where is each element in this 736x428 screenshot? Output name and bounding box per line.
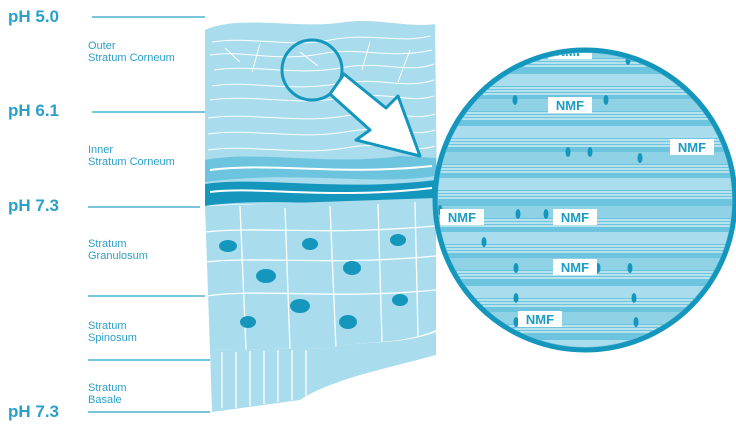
layer-label-line: Inner [88, 144, 175, 156]
nmf-molecule [628, 263, 633, 273]
layer-label-spinosum: Stratum Spinosum [88, 320, 137, 344]
nmf-label: NMF [526, 312, 554, 327]
corneocyte-row [425, 126, 736, 138]
nmf-molecule [604, 95, 609, 105]
nmf-molecule [638, 153, 643, 163]
nmf-label: NMF [448, 210, 476, 225]
nmf-label: NMF [556, 98, 584, 113]
layer-label-inner-corneum: Inner Stratum Corneum [88, 144, 175, 168]
layer-label-line: Spinosum [88, 332, 137, 344]
corneocyte-row [425, 74, 736, 86]
nmf-molecule [544, 209, 549, 219]
layer-label-line: Stratum [88, 320, 137, 332]
layer-label-outer-corneum: Outer Stratum Corneum [88, 40, 175, 64]
layer-label-line: Stratum [88, 238, 148, 250]
skin-cross-section [205, 21, 437, 412]
nmf-molecule [566, 147, 571, 157]
nmf-molecule [514, 263, 519, 273]
nmf-label: NMF [678, 140, 706, 155]
nmf-molecule [514, 317, 519, 327]
corneocyte-row [425, 178, 736, 190]
layer-label-line: Stratum Corneum [88, 156, 175, 168]
stratum-granulosum-spinosum [205, 198, 436, 350]
ph-label-inner: pH 6.1 [8, 101, 59, 121]
nmf-label: NMF [561, 210, 589, 225]
nmf-label: NMF [561, 260, 589, 275]
layer-label-line: Outer [88, 40, 175, 52]
layer-label-line: Granulosum [88, 250, 148, 262]
nmf-molecule [634, 317, 639, 327]
layer-label-granulosum: Stratum Granulosum [88, 238, 148, 262]
layer-label-line: Stratum [88, 382, 127, 394]
layer-label-basale: Stratum Basale [88, 382, 127, 406]
magnified-circle [435, 50, 735, 350]
layer-label-line: Basale [88, 394, 127, 406]
nmf-molecule [513, 95, 518, 105]
layer-label-line: Stratum Corneum [88, 52, 175, 64]
corneocyte-row [425, 312, 736, 324]
ph-label-basale: pH 7.3 [8, 402, 59, 422]
ph-label-granulosum: pH 7.3 [8, 196, 59, 216]
ph-guide-lines [88, 17, 210, 412]
nmf-molecule [514, 293, 519, 303]
magnified-view: NMFNMFNMFNMFNMFNMFNMF [425, 43, 736, 360]
corneocyte-row [425, 232, 736, 244]
nmf-molecule [632, 293, 637, 303]
nmf-molecule [588, 147, 593, 157]
nmf-molecule [482, 237, 487, 247]
ph-label-outer: pH 5.0 [8, 7, 59, 27]
nmf-molecule [516, 209, 521, 219]
